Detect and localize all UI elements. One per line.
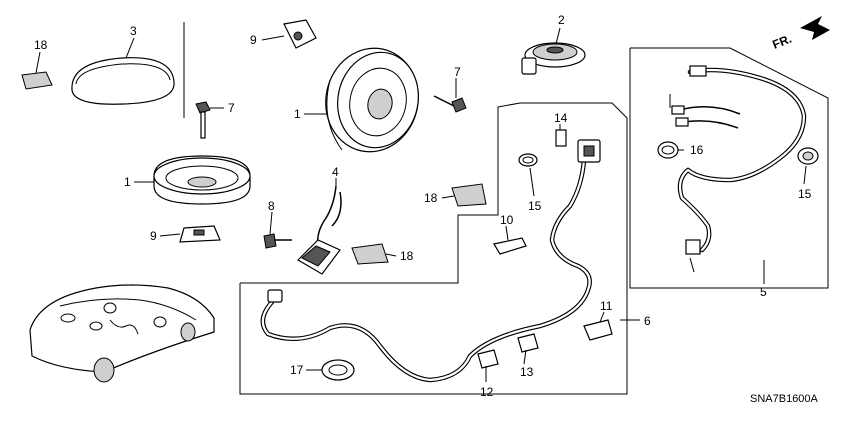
callout-14: 14 <box>554 111 568 125</box>
callout-2: 2 <box>558 13 565 27</box>
clip-11 <box>583 319 613 341</box>
direction-label: FR. <box>770 32 793 52</box>
clip-14 <box>555 129 567 147</box>
harness-5 <box>669 65 807 273</box>
front-direction-arrow-icon <box>800 16 830 40</box>
callout-6: 6 <box>644 314 651 328</box>
frame-antenna-harness-6 <box>239 102 628 395</box>
speaker-1-upper <box>325 47 419 153</box>
clip-12 <box>477 349 499 369</box>
screw-7-left <box>195 101 211 139</box>
callout-18-top: 18 <box>34 38 48 52</box>
speaker-1-lower <box>153 155 251 205</box>
callout-18-lower: 18 <box>400 249 414 263</box>
clip-13 <box>517 333 539 353</box>
car-outline <box>29 284 215 383</box>
tweeter-2 <box>521 42 586 75</box>
callout-9-lower: 9 <box>150 229 157 243</box>
frame-harness-5 <box>629 47 829 289</box>
callout-9-top: 9 <box>250 33 257 47</box>
pad-18-right <box>451 183 487 207</box>
callout-18-right: 18 <box>424 191 438 205</box>
callout-5: 5 <box>760 285 767 299</box>
callout-16: 16 <box>690 143 704 157</box>
callout-7-middle: 7 <box>454 65 461 79</box>
callout-7-left: 7 <box>228 101 235 115</box>
antenna-harness-6 <box>260 139 601 383</box>
clip-17 <box>321 359 355 381</box>
speaker-module-4 <box>297 185 342 275</box>
callout-4: 4 <box>332 165 339 179</box>
callout-1-lower: 1 <box>124 175 131 189</box>
leader-lines <box>35 27 807 382</box>
callout-10: 10 <box>500 213 514 227</box>
callout-8: 8 <box>268 199 275 213</box>
screw-7-middle <box>433 95 467 113</box>
callout-labels: 18 3 7 9 1 2 7 1 9 8 4 18 18 14 15 10 11… <box>34 13 812 399</box>
screw-8 <box>263 233 292 249</box>
clip-10 <box>493 237 527 255</box>
clip-9-lower <box>179 225 221 243</box>
pad-18-lower <box>351 243 389 265</box>
diagram-code: SNA7B1600A <box>750 393 819 405</box>
callout-3: 3 <box>130 24 137 38</box>
clip-16 <box>657 141 679 159</box>
callout-11: 11 <box>600 299 613 313</box>
callout-1-upper: 1 <box>294 107 301 121</box>
callout-13: 13 <box>520 365 534 379</box>
callout-17: 17 <box>290 363 304 377</box>
clip-15-right <box>797 147 819 165</box>
callout-12: 12 <box>480 385 494 399</box>
callout-15-right: 15 <box>798 187 812 201</box>
callout-15-left: 15 <box>528 199 542 213</box>
pad-18-top <box>21 71 53 90</box>
clip-9-top <box>283 19 317 49</box>
clip-15-left <box>518 153 538 167</box>
speaker-cover-3 <box>71 57 175 105</box>
